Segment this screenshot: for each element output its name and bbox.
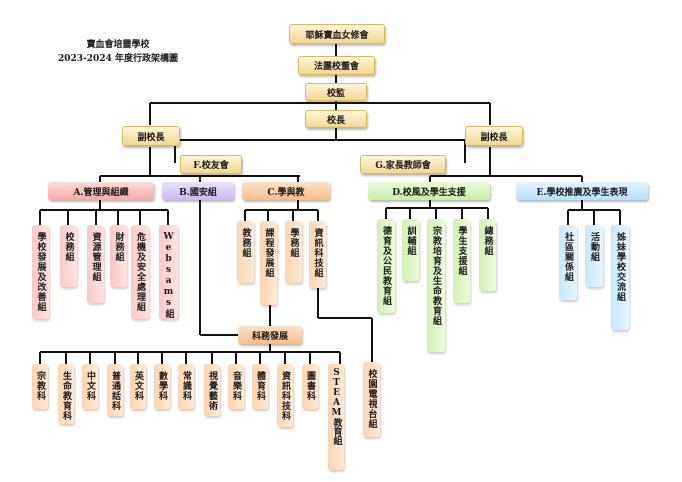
- alumni-box: F.校友會: [180, 155, 242, 174]
- subject-item: 常識科: [178, 364, 194, 409]
- e-group: 社區關係組: [559, 225, 577, 300]
- d-group: 總務組: [479, 219, 496, 291]
- a-group: 危機及安全處理組: [131, 225, 149, 319]
- subject-item: 圖書科: [302, 364, 318, 409]
- subject-dev-box: 科務發展: [238, 326, 302, 344]
- e-group: 姊妹學校交流組: [611, 225, 629, 330]
- branch-c: C.學與教: [242, 182, 330, 200]
- a-group: Websams組: [159, 225, 178, 319]
- c-group: 課程發展組: [260, 221, 277, 305]
- pta-box: G.家長教師會: [360, 155, 446, 174]
- d-group: 訓輔組: [402, 219, 419, 281]
- subject-item: 視覺藝術: [204, 364, 220, 416]
- subject-item: 生命教育科: [58, 364, 74, 424]
- d-group: 學生支援組: [453, 219, 470, 303]
- d-group: 宗教培育及生命教育組: [427, 219, 445, 352]
- vp-right-box: 副校長: [465, 126, 523, 146]
- principal-box: 校長: [305, 110, 367, 128]
- school-name: 寶血會培靈學校: [86, 40, 150, 50]
- sponsor-box: 耶穌寶血女修會: [289, 24, 385, 44]
- e-group: 活動組: [585, 225, 603, 287]
- branch-b: B.國安組: [162, 182, 234, 200]
- chart-year: 2023-2024 年度行政架構圖: [58, 54, 178, 64]
- diagram-title: 寶血會培靈學校 2023-2024 年度行政架構圖: [58, 38, 178, 66]
- a-group: 學校發展及改善組: [32, 225, 49, 319]
- supervisor-box: 校監: [305, 83, 367, 101]
- subject-item: 宗教科: [32, 364, 48, 409]
- a-group: 財務組: [110, 225, 127, 287]
- vp-left-box: 副校長: [122, 126, 180, 146]
- subject-item: 普通話科: [107, 364, 123, 416]
- c-group: 教務組: [237, 221, 254, 283]
- subject-item: 數學科: [154, 364, 170, 409]
- subject-item: 英文科: [130, 364, 146, 409]
- campus-tv-group: 校園電視台組: [363, 362, 380, 437]
- c-group: 學務組: [285, 221, 302, 283]
- subject-item: 音樂科: [228, 364, 244, 409]
- branch-a: A.管理與組織: [48, 182, 154, 200]
- branch-d: D.校風及學生支援: [368, 182, 490, 200]
- board-box: 法團校董會: [298, 56, 375, 75]
- subject-item: 中文科: [82, 364, 98, 409]
- branch-e: E.學校推廣及學生表現: [516, 182, 648, 200]
- subject-item: STEAM教育組: [328, 364, 344, 470]
- a-group: 資源管理組: [87, 225, 104, 303]
- c-group: 資訊科技組: [309, 221, 326, 288]
- subject-item: 資訊科技科: [277, 364, 293, 427]
- d-group: 德育及公民教育組: [377, 219, 395, 313]
- subject-item: 體育科: [252, 364, 268, 409]
- a-group: 校務組: [60, 225, 77, 287]
